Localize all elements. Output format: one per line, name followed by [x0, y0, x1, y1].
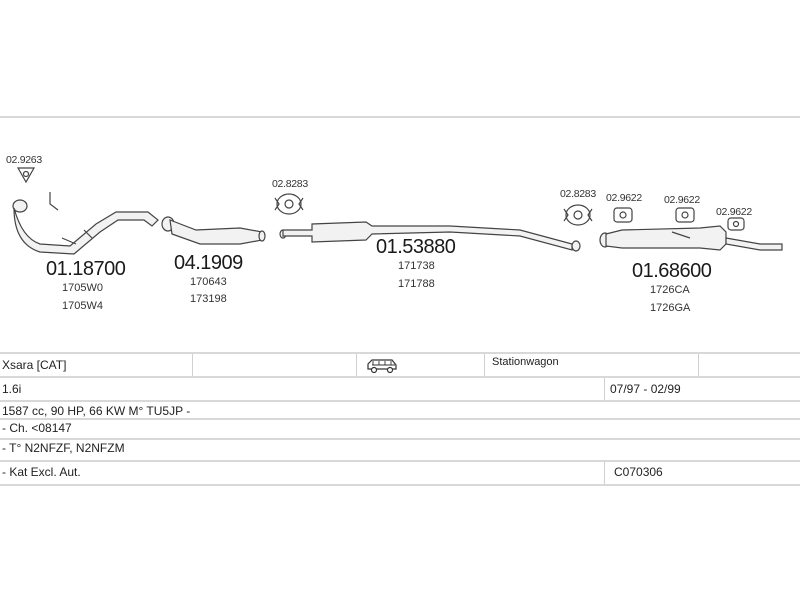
part-reference: 1726GA: [650, 302, 691, 314]
table-row: 1.6i 07/97 - 02/99: [0, 378, 800, 400]
small-part-label: 02.9622: [716, 206, 752, 218]
table-column-divider: [356, 354, 357, 376]
station-wagon-icon: [366, 358, 398, 377]
front-pipe-drawing: [12, 199, 159, 255]
model-cell: Xsara [CAT]: [2, 358, 67, 372]
exhaust-diagram: [12, 167, 783, 255]
part-reference: 173198: [190, 293, 227, 305]
chassis-cell: - Ch. <08147: [2, 421, 72, 435]
part-number: 04.1909: [174, 252, 243, 274]
rubber-mount-icon: [613, 207, 633, 223]
rubber-mount-icon: [675, 207, 695, 223]
part-reference: 1705W4: [62, 300, 103, 312]
part-reference: 1705W0: [62, 282, 103, 294]
catalyst-drawing: [161, 216, 266, 245]
table-column-divider: [604, 378, 605, 400]
table-divider: [0, 460, 800, 462]
table-row: - Ch. <08147: [0, 420, 800, 438]
table-column-divider: [604, 462, 605, 484]
type-cell: - T° N2NFZF, N2NFZM: [2, 441, 125, 455]
table-column-divider: [698, 354, 699, 376]
small-part-label: 02.9622: [664, 194, 700, 206]
middle-silencer-drawing: [279, 221, 581, 252]
code-cell: C070306: [614, 465, 663, 479]
table-column-divider: [484, 354, 485, 376]
top-divider: [0, 116, 800, 118]
small-part-label: 02.9622: [606, 192, 642, 204]
table-column-divider: [192, 354, 193, 376]
table-divider: [0, 352, 800, 354]
clamp-icon: [563, 204, 593, 226]
spec-cell: 1587 cc, 90 HP, 66 KW M° TU5JP -: [2, 404, 191, 418]
small-part-label: 02.9263: [6, 154, 42, 166]
part-number: 01.68600: [632, 260, 712, 282]
bolt-icon: [49, 192, 59, 211]
rubber-mount-icon: [727, 217, 745, 231]
part-number: 01.53880: [376, 236, 456, 258]
small-part-label: 02.8283: [560, 188, 596, 200]
table-divider: [0, 484, 800, 486]
rear-silencer-drawing: [599, 225, 783, 251]
gasket-icon: [16, 167, 36, 184]
part-reference: 171738: [398, 260, 435, 272]
period-cell: 07/97 - 02/99: [610, 382, 681, 396]
engine-cell: 1.6i: [2, 382, 22, 396]
part-number: 01.18700: [46, 258, 126, 280]
part-reference: 1726CA: [650, 284, 690, 296]
body-type-cell: Stationwagon: [492, 356, 559, 368]
table-row: - Kat Excl. Aut. C070306: [0, 462, 800, 484]
table-divider: [0, 376, 800, 378]
table-row: 1587 cc, 90 HP, 66 KW M° TU5JP -: [0, 402, 800, 418]
table-row: Xsara [CAT] Stationwagon: [0, 354, 800, 376]
table-row: - T° N2NFZF, N2NFZM: [0, 440, 800, 460]
table-divider: [0, 438, 800, 440]
table-divider: [0, 400, 800, 402]
note-cell: - Kat Excl. Aut.: [2, 465, 81, 479]
part-reference: 170643: [190, 276, 227, 288]
small-part-label: 02.8283: [272, 178, 308, 190]
part-reference: 171788: [398, 278, 435, 290]
table-divider: [0, 418, 800, 420]
clamp-icon: [274, 193, 304, 215]
